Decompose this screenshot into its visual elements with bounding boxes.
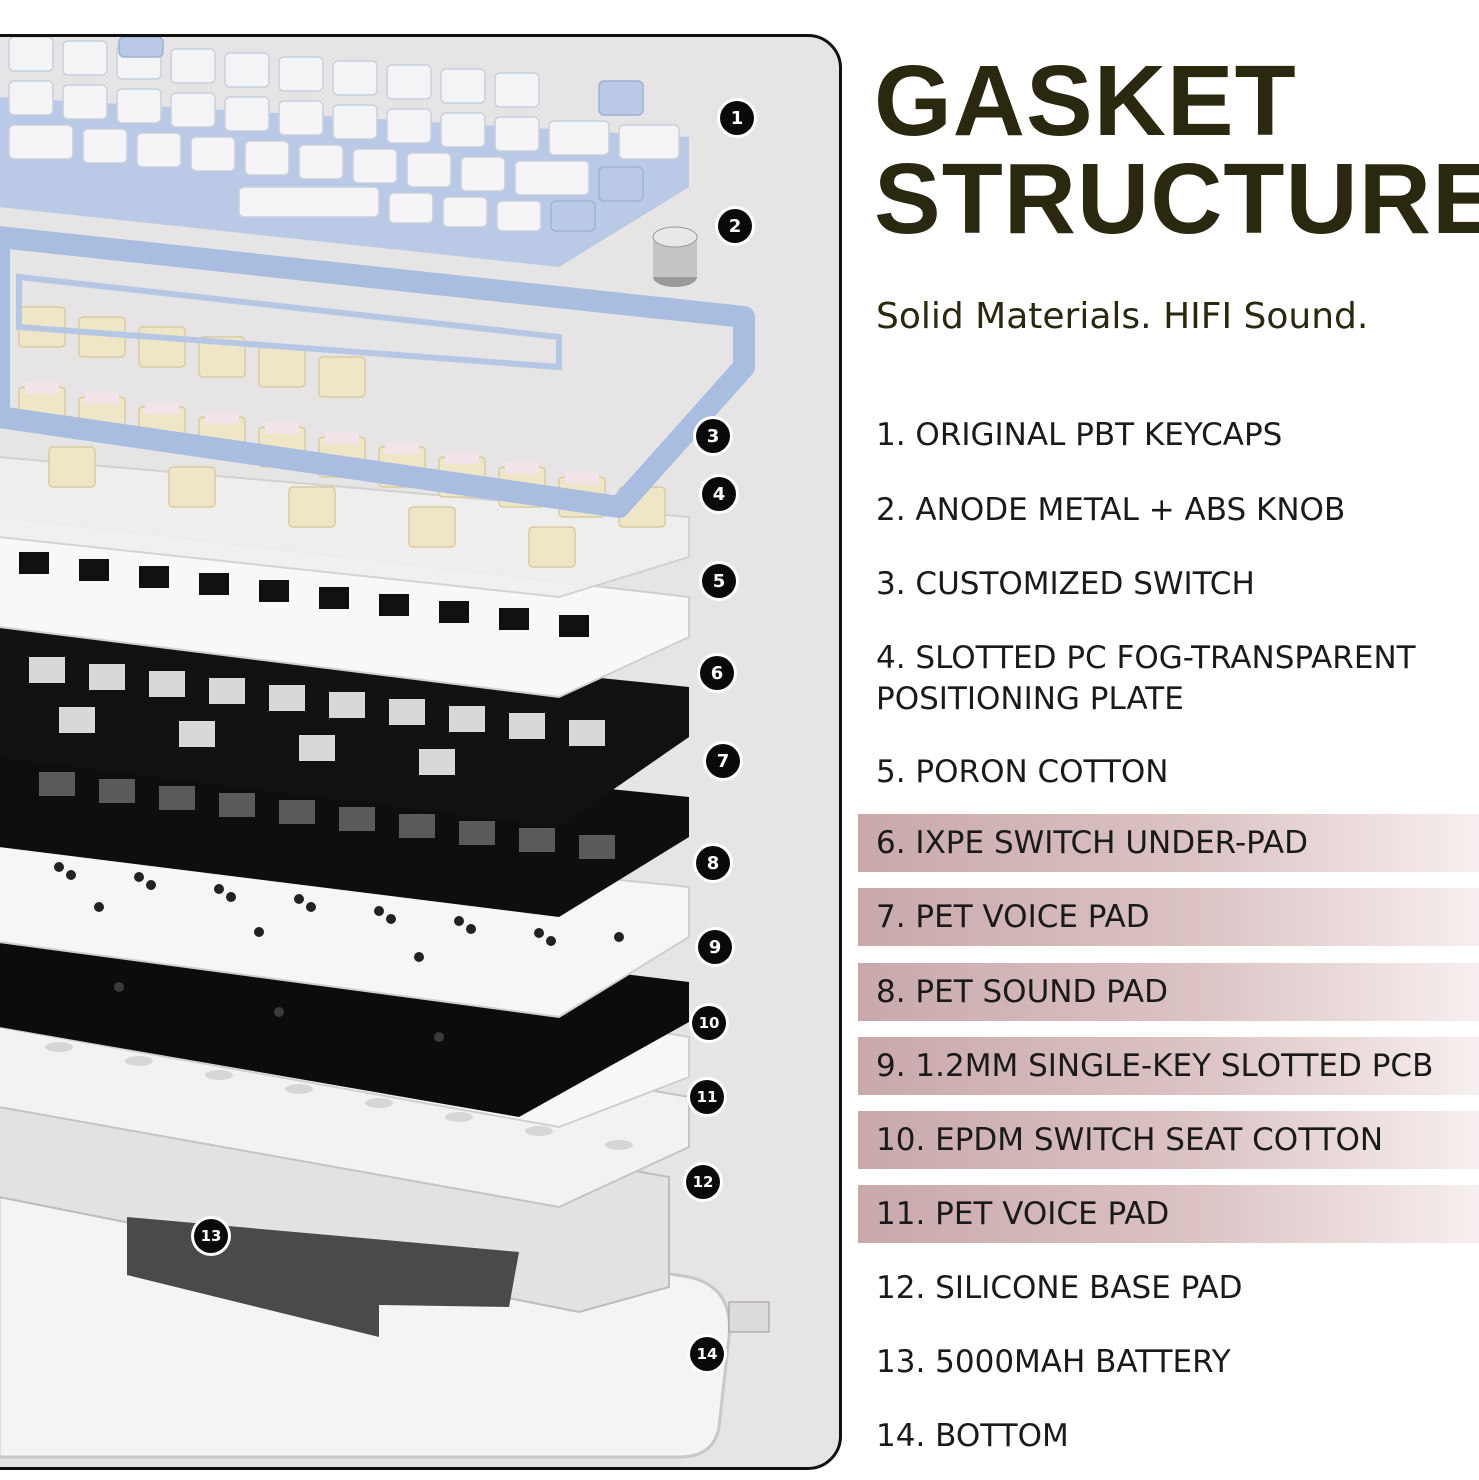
marker-2: 2 xyxy=(718,209,752,243)
marker-13: 13 xyxy=(194,1219,228,1253)
part-14: 14. BOTTOM xyxy=(876,1418,1069,1454)
marker-11: 11 xyxy=(690,1080,724,1114)
marker-4: 4 xyxy=(702,477,736,511)
marker-3: 3 xyxy=(696,419,730,453)
keycaps-layer xyxy=(0,37,689,267)
page-title: GASKET STRUCTURE xyxy=(874,51,1479,249)
marker-8: 8 xyxy=(696,846,730,880)
marker-14: 14 xyxy=(690,1337,724,1371)
battery-layer xyxy=(127,1217,519,1337)
marker-6: 6 xyxy=(700,656,734,690)
part-12: 12. SILICONE BASE PAD xyxy=(876,1270,1243,1306)
part-11: 11. PET VOICE PAD xyxy=(858,1185,1479,1243)
subtitle: Solid Materials. HIFI Sound. xyxy=(876,296,1369,337)
part-3: 3. CUSTOMIZED SWITCH xyxy=(876,566,1255,602)
part-13: 13. 5000MAH BATTERY xyxy=(876,1344,1231,1380)
marker-7: 7 xyxy=(706,744,740,778)
exploded-keyboard-illustration xyxy=(0,37,770,1459)
part-5: 5. PORON COTTON xyxy=(876,754,1169,790)
part-9: 9. 1.2MM SINGLE-KEY SLOTTED PCB xyxy=(858,1037,1479,1095)
part-4: 4. SLOTTED PC FOG-TRANSPARENT POSITIONIN… xyxy=(876,638,1416,720)
title-line-1: GASKET xyxy=(874,45,1297,157)
part-1: 1. ORIGINAL PBT KEYCAPS xyxy=(876,417,1283,453)
part-8: 8. PET SOUND PAD xyxy=(858,963,1479,1021)
part-4-line-1: 4. SLOTTED PC FOG-TRANSPARENT xyxy=(876,640,1416,676)
part-7: 7. PET VOICE PAD xyxy=(858,888,1479,946)
part-10: 10. EPDM SWITCH SEAT COTTON xyxy=(858,1111,1479,1169)
title-line-2: STRUCTURE xyxy=(874,143,1479,255)
exploded-view-panel: 1 2 3 4 5 6 7 8 9 10 11 12 13 14 xyxy=(0,34,842,1470)
part-6: 6. IXPE SWITCH UNDER-PAD xyxy=(858,814,1479,872)
marker-10: 10 xyxy=(692,1006,726,1040)
frame-and-knob-layer xyxy=(0,226,755,518)
marker-1: 1 xyxy=(720,101,754,135)
marker-12: 12 xyxy=(686,1165,720,1199)
part-4-line-2: POSITIONING PLATE xyxy=(876,681,1184,717)
part-2: 2. ANODE METAL + ABS KNOB xyxy=(876,492,1346,528)
marker-9: 9 xyxy=(698,930,732,964)
marker-5: 5 xyxy=(702,564,736,598)
